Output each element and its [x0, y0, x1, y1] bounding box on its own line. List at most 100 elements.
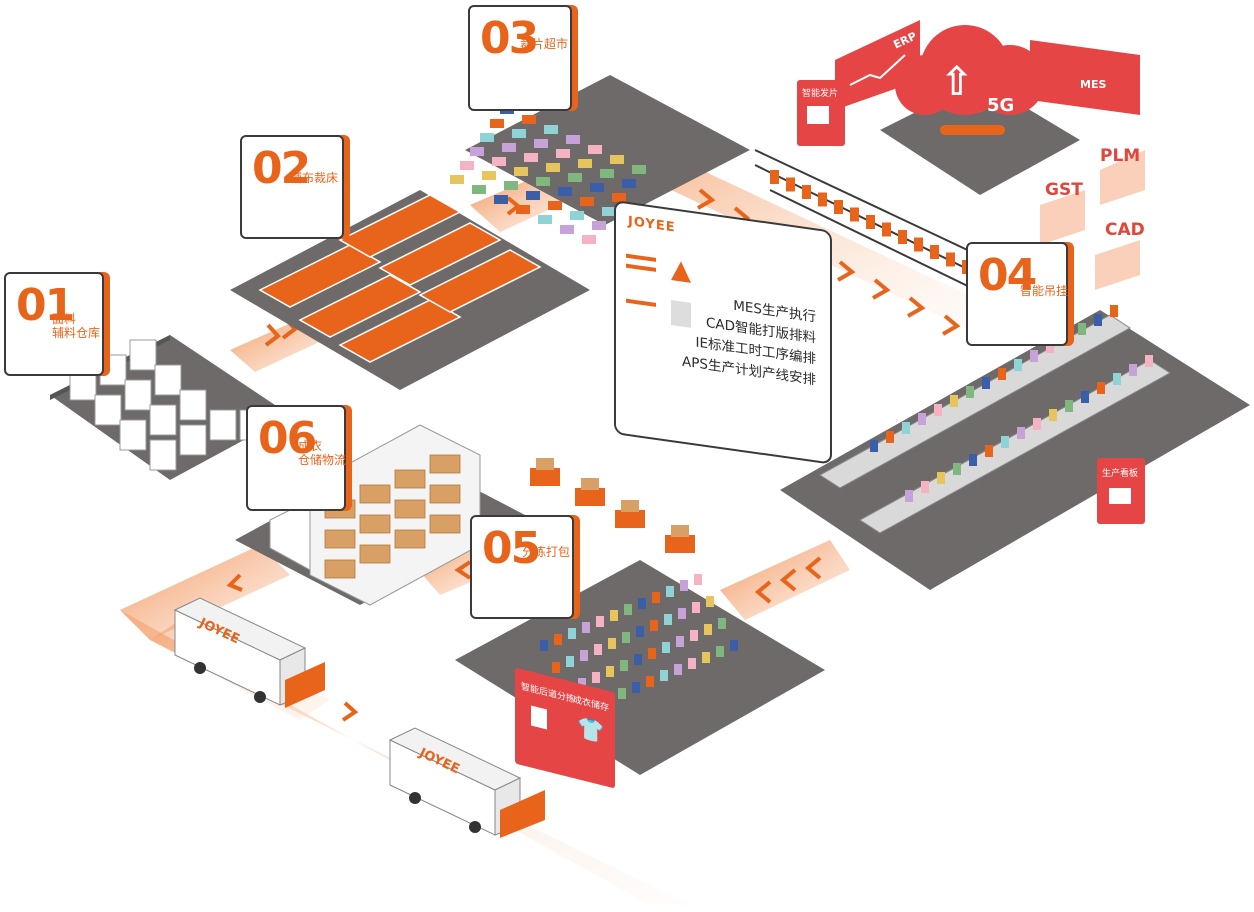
- hanger-carrier: [818, 192, 827, 207]
- garment: [1113, 373, 1121, 385]
- garment: [1094, 314, 1102, 326]
- sorted-garment: [716, 646, 724, 657]
- mes-label: MES: [1080, 78, 1107, 91]
- station-01-flag: 01 面料 辅料仓库: [4, 272, 104, 376]
- station-06-flag: 06 成衣 仓储物流: [246, 405, 346, 511]
- truck-1: [173, 597, 325, 708]
- sorted-garment: [568, 628, 576, 639]
- area-03-supermarket: [450, 75, 750, 244]
- bin: [590, 183, 604, 192]
- sorted-garment: [652, 592, 660, 603]
- garment: [1065, 400, 1073, 412]
- garment: [1033, 418, 1041, 430]
- station-label: 成衣 仓储物流: [298, 439, 347, 467]
- sorted-garment: [690, 630, 698, 641]
- bin: [450, 175, 464, 184]
- sorted-garment: [636, 626, 644, 637]
- smart-dispatch-card: 智能发片: [797, 80, 845, 146]
- 5g-label: 5G: [987, 95, 1015, 116]
- sorted-garment: [730, 640, 738, 651]
- garment: [1081, 391, 1089, 403]
- sorted-garment: [552, 662, 560, 673]
- garment: [950, 395, 958, 407]
- bin: [514, 167, 528, 176]
- bin: [480, 133, 494, 142]
- garment: [1078, 323, 1086, 335]
- bin: [502, 143, 516, 152]
- gst-label: GST: [1045, 180, 1083, 200]
- station-05-flag: 05 分拣打包: [470, 515, 574, 619]
- shirt-icon: 👕: [577, 714, 605, 747]
- production-board-card: 生产看板: [1097, 458, 1145, 524]
- sorted-garment: [646, 676, 654, 687]
- area-06-logistics: [235, 424, 525, 606]
- station-number: 06: [258, 413, 317, 464]
- bin: [632, 165, 646, 174]
- bin: [544, 125, 558, 134]
- garment: [902, 422, 910, 434]
- sorted-garment: [678, 608, 686, 619]
- station-number: 02: [252, 143, 311, 194]
- bin: [592, 221, 606, 230]
- truck-2: [388, 727, 545, 838]
- garment: [966, 386, 974, 398]
- bin: [516, 205, 530, 214]
- bin: [534, 139, 548, 148]
- hanger-carrier: [946, 252, 955, 267]
- hanger-carrier: [770, 170, 779, 184]
- card-left-label: 智能后道分拣: [521, 682, 576, 706]
- brand-logo: JOYEE: [628, 213, 676, 236]
- garment: [982, 377, 990, 389]
- garment: [1145, 355, 1153, 367]
- garment: [886, 431, 894, 443]
- area-01-warehouse: [50, 335, 290, 480]
- bin: [568, 173, 582, 182]
- bin: [536, 177, 550, 186]
- sorted-garment: [634, 654, 642, 665]
- garment: [1001, 436, 1009, 448]
- sorted-garment: [702, 652, 710, 663]
- sorted-garment: [622, 632, 630, 643]
- hanger-carrier: [866, 215, 875, 229]
- sorted-garment: [606, 666, 614, 677]
- garment: [1110, 305, 1118, 317]
- sorted-garment: [692, 602, 700, 613]
- garment: [934, 404, 942, 416]
- bin: [490, 119, 504, 128]
- hanger-carrier: [802, 185, 811, 199]
- sorted-garment: [680, 580, 688, 591]
- bin: [494, 195, 508, 204]
- bin: [558, 187, 572, 196]
- station-03-flag: 03 裁片超市: [468, 5, 572, 111]
- station-02-flag: 02 铺布裁床: [240, 135, 344, 239]
- garment: [870, 440, 878, 452]
- sorted-garment: [624, 604, 632, 615]
- bin: [610, 155, 624, 164]
- hanger-carrier: [786, 177, 795, 192]
- garment: [1049, 409, 1057, 421]
- bin: [612, 193, 626, 202]
- bin: [582, 235, 596, 244]
- bin: [538, 215, 552, 224]
- garment: [998, 368, 1006, 380]
- card-right-label: 成衣储存: [573, 694, 610, 714]
- station-number: 04: [978, 250, 1037, 301]
- sorted-garment: [608, 638, 616, 649]
- station-label: 铺布裁床: [290, 171, 339, 185]
- bin: [548, 201, 562, 210]
- sorted-garment: [718, 618, 726, 629]
- bin: [602, 207, 616, 216]
- station-label: 分拣打包: [522, 545, 571, 559]
- station-04-flag: 04 智能吊挂: [966, 242, 1068, 346]
- garment: [1014, 359, 1022, 371]
- card-title: 生产看板: [1102, 469, 1139, 479]
- bin: [622, 179, 636, 188]
- sorted-garment: [554, 634, 562, 645]
- garment: [969, 454, 977, 466]
- garment: [1129, 364, 1137, 376]
- bin: [524, 153, 538, 162]
- agv-robots: [530, 458, 695, 553]
- sorted-garment: [620, 660, 628, 671]
- garment: [1030, 350, 1038, 362]
